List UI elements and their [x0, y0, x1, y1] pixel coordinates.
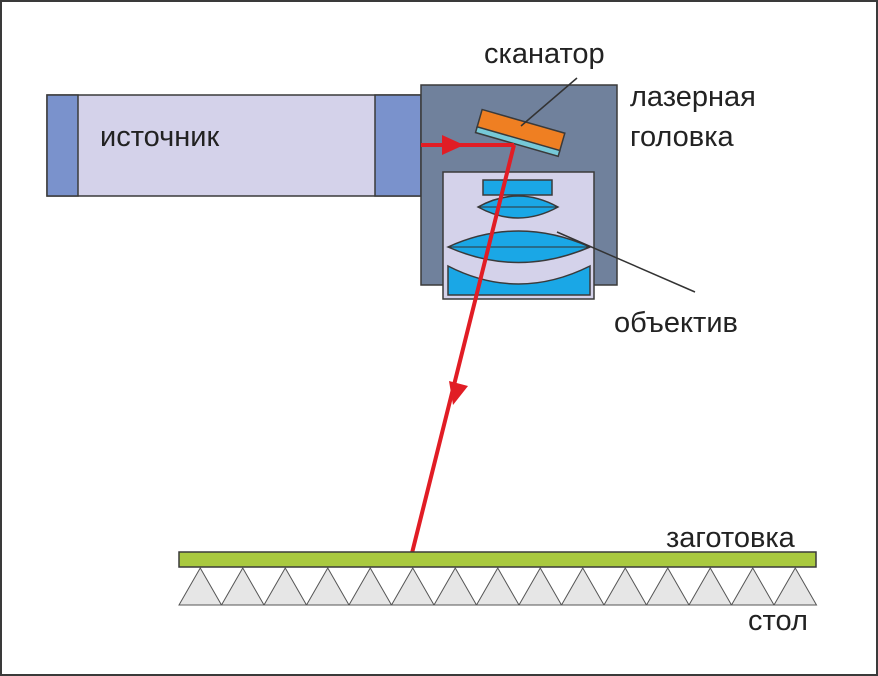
workpiece-plate	[178, 551, 817, 568]
table-tooth	[178, 566, 223, 606]
table-tooth	[560, 566, 605, 606]
table-tooth	[603, 566, 648, 606]
table-tooth	[688, 566, 733, 606]
table-tooth	[475, 566, 520, 606]
laser-beam	[410, 135, 516, 554]
lens-meniscus-bottom	[447, 264, 591, 296]
workpiece: заготовка	[178, 522, 817, 568]
table-tooth	[305, 566, 350, 606]
workpiece-label: заготовка	[666, 522, 796, 554]
beam-arrow-right	[442, 135, 464, 155]
source-label: источник	[100, 121, 219, 153]
objective-label: объектив	[614, 307, 738, 339]
scanner: сканатор	[474, 38, 605, 158]
table-tooth	[730, 566, 775, 606]
scanner-base	[474, 125, 561, 158]
objective: объектив	[442, 171, 738, 339]
laser-source: источник	[46, 94, 422, 197]
beam-arrow-down	[449, 381, 468, 405]
source-right-cap	[374, 94, 422, 197]
lens-top-flat	[482, 179, 553, 196]
table-tooth	[220, 566, 265, 606]
table-tooth	[433, 566, 478, 606]
table-tooth	[645, 566, 690, 606]
scanner-leader-line	[520, 77, 578, 127]
laser-head-label-line1: лазерная	[630, 81, 756, 113]
objective-leader-line	[556, 231, 696, 293]
table-label: стол	[748, 605, 808, 637]
laser-head-label-line2: головка	[630, 121, 735, 153]
source-left-cap	[46, 94, 79, 197]
table-teeth	[178, 566, 818, 606]
table-tooth	[263, 566, 308, 606]
table: стол	[178, 566, 818, 637]
table-tooth	[390, 566, 435, 606]
table-tooth	[348, 566, 393, 606]
table-tooth	[773, 566, 818, 606]
source-body	[46, 94, 422, 197]
scanner-label: сканатор	[484, 38, 605, 70]
beam-descending	[410, 144, 516, 554]
table-tooth	[518, 566, 563, 606]
